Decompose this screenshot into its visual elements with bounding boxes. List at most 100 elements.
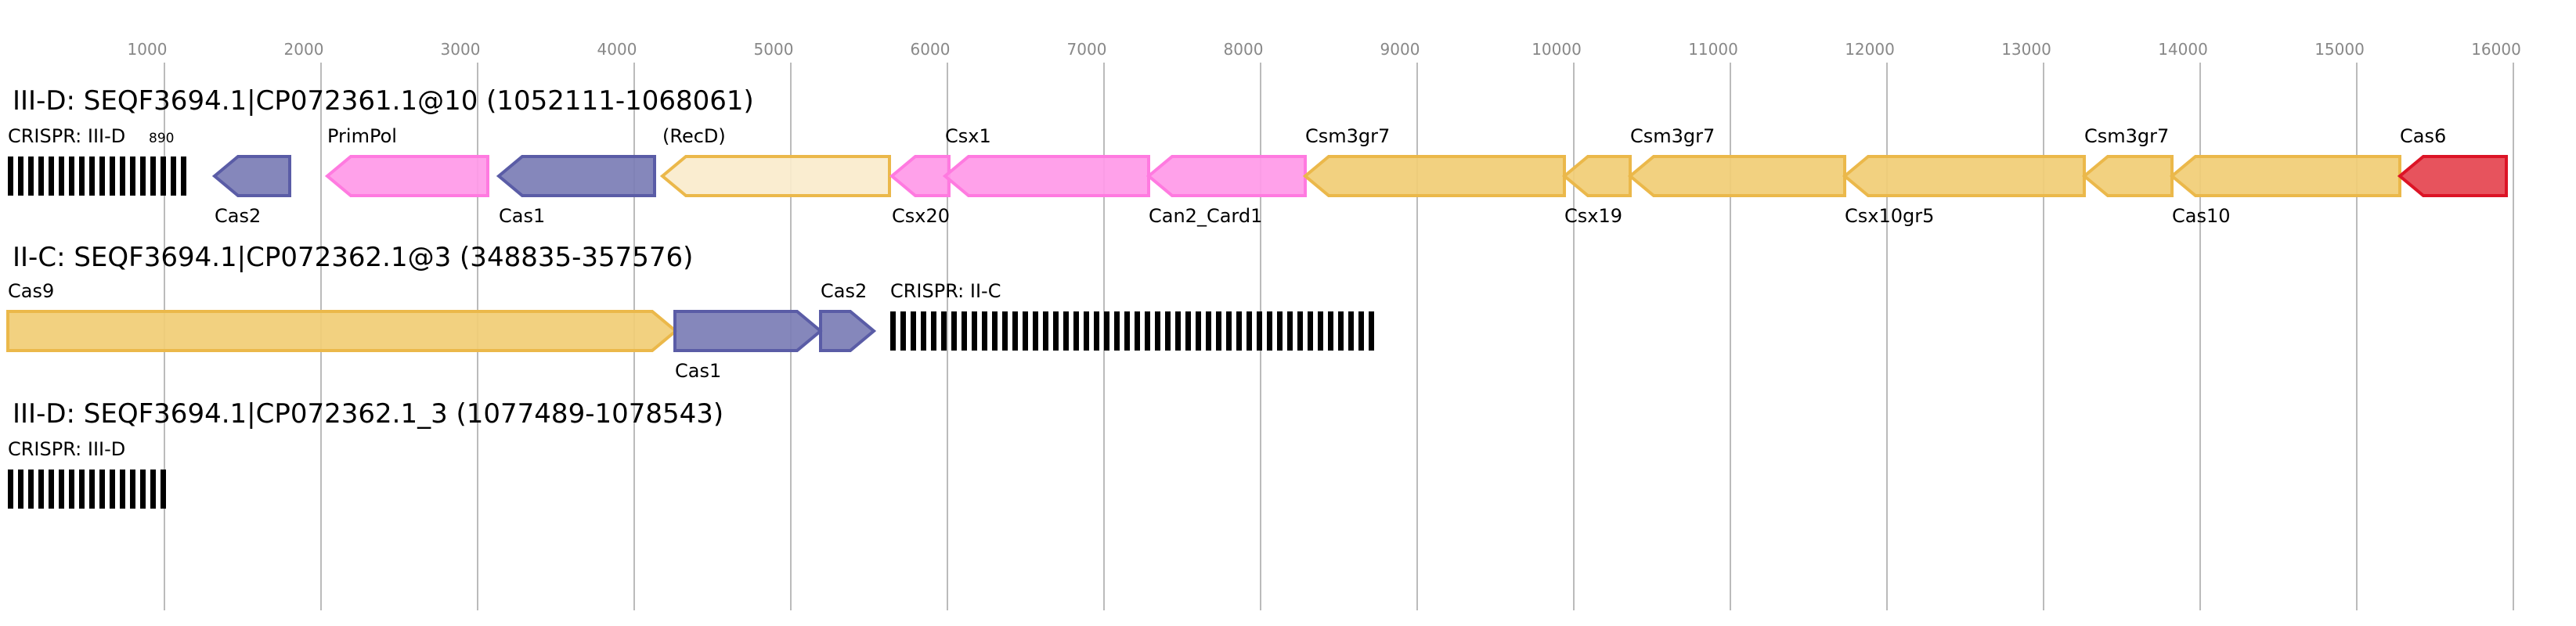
crispr-repeat — [130, 156, 135, 196]
tick-label: 15000 — [2314, 40, 2365, 59]
crispr-repeat — [18, 470, 23, 509]
gene-arrow[interactable] — [1627, 155, 1846, 197]
crispr-repeat — [1155, 311, 1160, 351]
crispr-repeat — [1338, 311, 1344, 351]
crispr-repeat — [59, 156, 64, 196]
track: III-D: SEQF3694.1|CP072361.1@10 (1052111… — [8, 85, 2508, 227]
tick-label: 10000 — [1532, 40, 1582, 59]
gene-label: Cas2 — [821, 280, 867, 302]
gene-arrow[interactable] — [2081, 155, 2174, 197]
gene-label: Csm3gr7 — [2084, 125, 2169, 147]
crispr-repeat — [28, 156, 34, 196]
gene-label: Cas10 — [2172, 205, 2231, 227]
gene-label: Csx20 — [892, 205, 950, 227]
crispr-repeat — [992, 311, 998, 351]
crispr-repeat — [38, 470, 44, 509]
tick-label: 8000 — [1224, 40, 1264, 59]
crispr-repeat — [120, 156, 125, 196]
crispr-repeat — [161, 156, 166, 196]
crispr-repeat — [1012, 311, 1018, 351]
crispr-repeat — [900, 311, 906, 351]
gene-cas2[interactable]: Cas2 — [211, 155, 291, 227]
gene-label: Can2_Card1 — [1149, 205, 1262, 227]
track: II-C: SEQF3694.1|CP072362.1@3 (348835-35… — [6, 242, 1374, 382]
gene-arrow[interactable] — [819, 310, 877, 352]
crispr-repeat — [1063, 311, 1069, 351]
gene-cas10[interactable]: Cas10 — [2169, 155, 2401, 227]
crispr-repeat — [1226, 311, 1232, 351]
gene-arrow[interactable] — [496, 155, 656, 197]
gene-arrow[interactable] — [1302, 155, 1566, 197]
gene-csm3gr7[interactable]: Csm3gr7 — [1627, 125, 1846, 197]
crispr-repeat — [140, 156, 146, 196]
gene-arrow[interactable] — [1842, 155, 2086, 197]
crispr-label: CRISPR: III-D — [8, 438, 125, 460]
crispr-repeat — [171, 156, 176, 196]
crispr-repeat — [69, 470, 74, 509]
gene-cas6[interactable]: Cas6 — [2397, 125, 2508, 197]
crispr-repeat — [120, 470, 125, 509]
gene-recd[interactable]: (RecD) — [659, 125, 891, 197]
gene-csm3gr7[interactable]: Csm3gr7 — [1302, 125, 1566, 197]
gene-arrow[interactable] — [673, 310, 824, 352]
crispr-repeat — [1002, 311, 1008, 351]
gene-label: Csx19 — [1564, 205, 1622, 227]
crispr-array[interactable]: CRISPR: II-C — [890, 280, 1374, 351]
tracks: III-D: SEQF3694.1|CP072361.1@10 (1052111… — [6, 85, 2508, 509]
gene-cas1[interactable]: Cas1 — [496, 155, 656, 227]
gene-arrow[interactable] — [6, 310, 679, 352]
crispr-repeat — [8, 156, 13, 196]
track-title: II-C: SEQF3694.1|CP072362.1@3 (348835-35… — [13, 242, 693, 273]
crispr-repeat — [49, 156, 54, 196]
crispr-repeat — [1084, 311, 1089, 351]
gene-arrow[interactable] — [211, 155, 291, 197]
crispr-repeat — [79, 156, 85, 196]
gene-cas9[interactable]: Cas9 — [6, 280, 679, 352]
gene-csx1[interactable]: Csx1 — [942, 125, 1150, 197]
gene-label: Cas1 — [675, 360, 721, 382]
crispr-repeat — [1267, 311, 1272, 351]
tick-label: 3000 — [441, 40, 481, 59]
gene-primpol[interactable]: PrimPol — [324, 125, 489, 197]
gene-arrow[interactable] — [1145, 155, 1307, 197]
gene-cas1[interactable]: Cas1 — [673, 310, 824, 382]
crispr-repeat — [18, 156, 23, 196]
gene-label: Cas2 — [215, 205, 261, 227]
crispr-repeat — [1033, 311, 1038, 351]
gene-arrow[interactable] — [324, 155, 489, 197]
gene-arrow[interactable] — [2397, 155, 2508, 197]
crispr-repeat — [1328, 311, 1333, 351]
crispr-repeat — [1287, 311, 1293, 351]
gene-csx20[interactable]: Csx20 — [889, 155, 951, 227]
crispr-repeat — [1318, 311, 1323, 351]
crispr-repeat — [921, 311, 926, 351]
gene-arrow[interactable] — [889, 155, 951, 197]
crispr-repeat — [161, 470, 166, 509]
gene-cas2[interactable]: Cas2 — [819, 280, 877, 352]
crispr-repeat — [150, 156, 156, 196]
crispr-repeat — [99, 156, 105, 196]
gene-csm3gr7[interactable]: Csm3gr7 — [2081, 125, 2174, 197]
gene-arrow[interactable] — [659, 155, 891, 197]
gene-arrow[interactable] — [942, 155, 1150, 197]
gene-can2_card1[interactable]: Can2_Card1 — [1145, 155, 1307, 227]
crispr-array[interactable]: CRISPR: III-D — [8, 438, 166, 509]
crispr-repeat — [1358, 311, 1364, 351]
crispr-repeat — [1145, 311, 1150, 351]
crispr-repeat — [38, 156, 44, 196]
crispr-count-label: 890 — [149, 131, 174, 146]
crispr-repeat — [1124, 311, 1130, 351]
crispr-repeat — [941, 311, 947, 351]
gene-csx10gr5[interactable]: Csx10gr5 — [1842, 155, 2086, 227]
tick-label: 13000 — [2001, 40, 2051, 59]
crispr-repeat — [951, 311, 957, 351]
gene-label: Csx1 — [945, 125, 991, 147]
crispr-repeat — [1348, 311, 1354, 351]
crispr-repeat — [99, 470, 105, 509]
crispr-repeat — [69, 156, 74, 196]
crispr-repeat — [89, 470, 95, 509]
gene-label: Csx10gr5 — [1845, 205, 1934, 227]
crispr-label: CRISPR: II-C — [890, 280, 1001, 302]
gene-arrow[interactable] — [2169, 155, 2401, 197]
